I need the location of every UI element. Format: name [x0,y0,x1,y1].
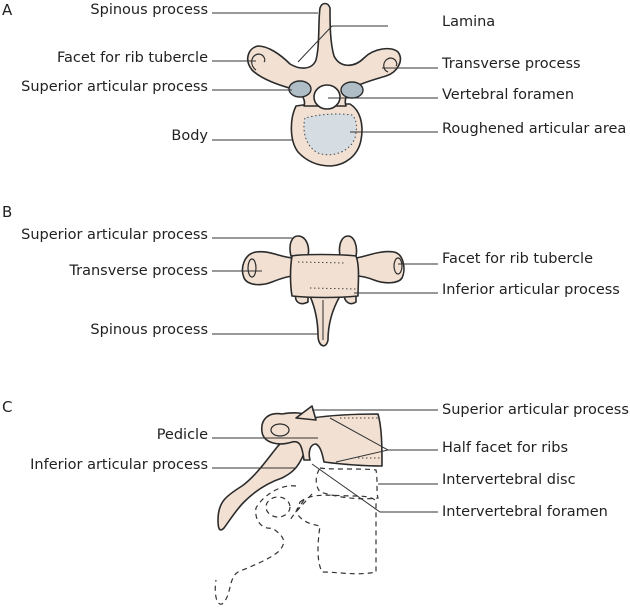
pedicle-and-body-c [260,412,383,467]
left-superior-facet [288,80,312,98]
label-a-spinous-process: Spinous process [90,2,208,18]
leader-a-lamina [297,25,388,63]
right-superior-knob [338,235,358,257]
label-c-intervertebral-foramen: Intervertebral foramen [442,504,608,520]
label-c-superior-articular-process: Superior articular process [442,402,629,418]
leader-c-foramen [311,463,438,513]
vertebra-superior-view [246,2,402,167]
right-tubercle-facet-b [393,257,403,275]
vertebra-lateral-view [217,405,383,531]
label-b-superior-articular-process: Superior articular process [21,227,208,243]
label-b-inferior-articular-process: Inferior articular process [442,282,620,298]
upper-dotted-line [297,261,347,264]
intervertebral-disc-outline [315,467,379,500]
lower-arch-outline [214,485,297,605]
panel-b-label: B [2,203,12,221]
left-superior-knob [289,235,310,257]
panel-a-label: A [2,1,13,19]
inferior-articular-process-c [217,419,307,531]
vertebral-arch [246,2,402,107]
pedicle-facet-c [270,423,290,437]
left-tubercle-facet-b [247,258,257,278]
panel-b: B Superior articular p [2,203,620,347]
label-c-inferior-articular-process: Inferior articular process [30,457,208,473]
right-transverse-process [355,250,405,284]
spinous-process-b [309,295,341,347]
right-tubercle-facet [383,57,398,73]
vertebral-foramen-shape [313,84,341,110]
label-a-lamina: Lamina [442,14,495,30]
label-a-superior-articular-process: Superior articular process [21,79,208,95]
label-a-body: Body [171,128,208,144]
left-transverse-process [241,250,295,286]
label-b-facet-for-rib-tubercle: Facet for rib tubercle [442,251,593,267]
left-tubercle-facet [251,53,266,71]
superior-articular-process-c [295,405,317,421]
label-b-spinous-process: Spinous process [90,322,208,338]
label-c-pedicle: Pedicle [157,427,208,443]
right-superior-facet [340,81,364,99]
lamina-block [289,253,360,299]
lower-pedicle-outline [265,496,291,518]
roughened-area-shading [303,114,357,155]
label-b-transverse-process: Transverse process [68,263,208,279]
vertebra-posterior-view [241,235,405,347]
label-a-vertebral-foramen: Vertebral foramen [442,87,574,103]
lower-body-outline [295,494,377,575]
label-c-intervertebral-disc: Intervertebral disc [442,472,576,488]
label-c-half-facet-for-ribs: Half facet for ribs [442,440,568,456]
label-a-facet-for-rib-tubercle: Facet for rib tubercle [57,50,208,66]
lower-articular-outline [289,493,313,521]
leader-c-half-facet [329,417,438,463]
roughened-area-outline [303,113,357,156]
label-a-transverse-process: Transverse process [441,56,581,72]
panel-c-label: C [2,398,12,416]
panel-c: C Superior articular process Pedicle [2,398,629,605]
panel-a: A Spinous process L [2,1,626,167]
label-a-roughened-articular-area: Roughened articular area [442,121,626,137]
lower-vertebra-outline [214,467,379,605]
